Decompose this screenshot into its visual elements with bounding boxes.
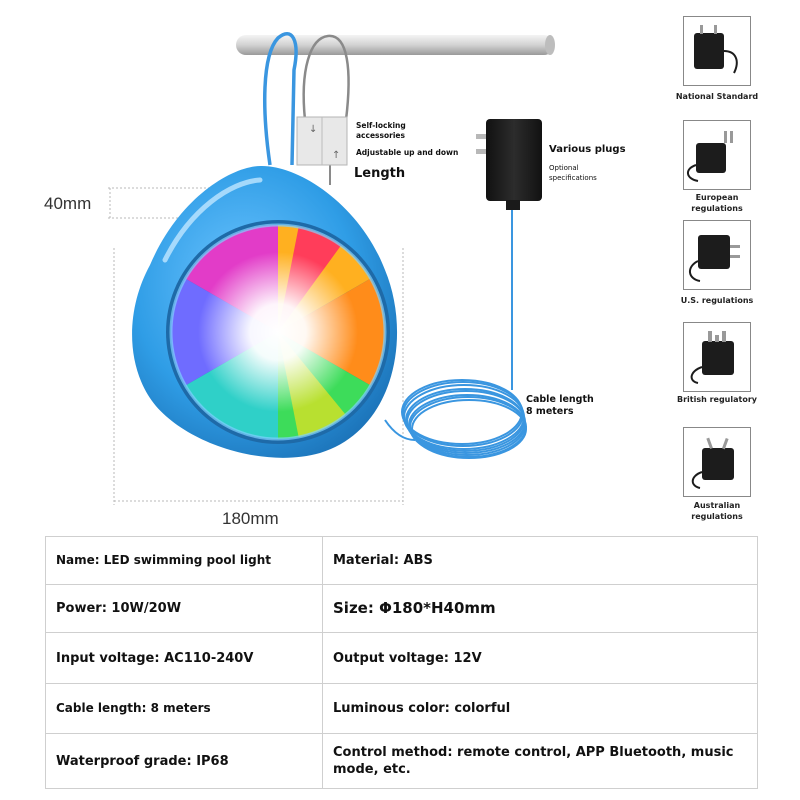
plug-caption-us: U.S. regulations <box>680 296 754 305</box>
plug-caption-national: National Standard <box>675 92 759 101</box>
steel-wire <box>302 34 350 121</box>
table-row: Cable length: 8 meters Luminous color: c… <box>45 683 758 734</box>
australian-adapter-icon <box>683 427 751 497</box>
us-adapter-icon <box>683 220 751 290</box>
adjustable-callout: Adjustable up and down <box>356 148 459 157</box>
spec-table: Name: LED swimming pool light Material: … <box>45 536 758 789</box>
spec-size: Size: Φ180*H40mm <box>322 584 758 633</box>
optional-specs-callout: Optional specifications <box>549 164 597 182</box>
self-locking-callout: Self-locking accessories <box>356 121 406 140</box>
self-locking-accessory: ↓ ↑ <box>296 116 348 166</box>
spec-luminous-color: Luminous color: colorful <box>322 683 758 734</box>
spec-cable-length: Cable length: 8 meters <box>45 683 323 734</box>
spec-name: Name: LED swimming pool light <box>45 536 323 585</box>
plug-caption-european: European regulations <box>691 193 743 213</box>
coiled-cable <box>384 200 527 459</box>
plug-caption-british: British regulatory <box>676 395 757 404</box>
height-dimension-label: 40mm <box>44 194 92 213</box>
hanging-rod <box>236 35 555 55</box>
various-plugs-callout: Various plugs <box>549 144 626 155</box>
svg-text:↓: ↓ <box>309 124 317 135</box>
length-callout: Length <box>354 166 406 181</box>
width-dimension-guides <box>113 248 404 505</box>
svg-text:↑: ↑ <box>332 150 340 161</box>
table-row: Waterproof grade: IP68 Control method: r… <box>45 733 758 789</box>
product-illustration: ↓ ↑ <box>108 32 555 505</box>
plug-caption-australian: Australian regulations <box>691 501 743 521</box>
rgb-lens <box>166 220 390 444</box>
table-row: Input voltage: AC110-240V Output voltage… <box>45 632 758 684</box>
table-row: Power: 10W/20W Size: Φ180*H40mm <box>45 584 758 633</box>
british-adapter-icon <box>683 322 751 392</box>
spec-material: Material: ABS <box>322 536 758 585</box>
national-standard-adapter-icon <box>683 16 751 86</box>
spec-waterproof: Waterproof grade: IP68 <box>45 733 323 789</box>
spec-input-voltage: Input voltage: AC110-240V <box>45 632 323 684</box>
cable-length-callout: Cable length 8 meters <box>526 394 594 417</box>
spec-control-method: Control method: remote control, APP Blue… <box>322 733 758 789</box>
spec-output-voltage: Output voltage: 12V <box>322 632 758 684</box>
power-adapter <box>476 119 542 210</box>
cable-loop <box>262 32 298 166</box>
width-dimension-label: 180mm <box>222 509 279 528</box>
spec-power: Power: 10W/20W <box>45 584 323 633</box>
european-adapter-icon <box>683 120 751 190</box>
table-row: Name: LED swimming pool light Material: … <box>45 536 758 585</box>
